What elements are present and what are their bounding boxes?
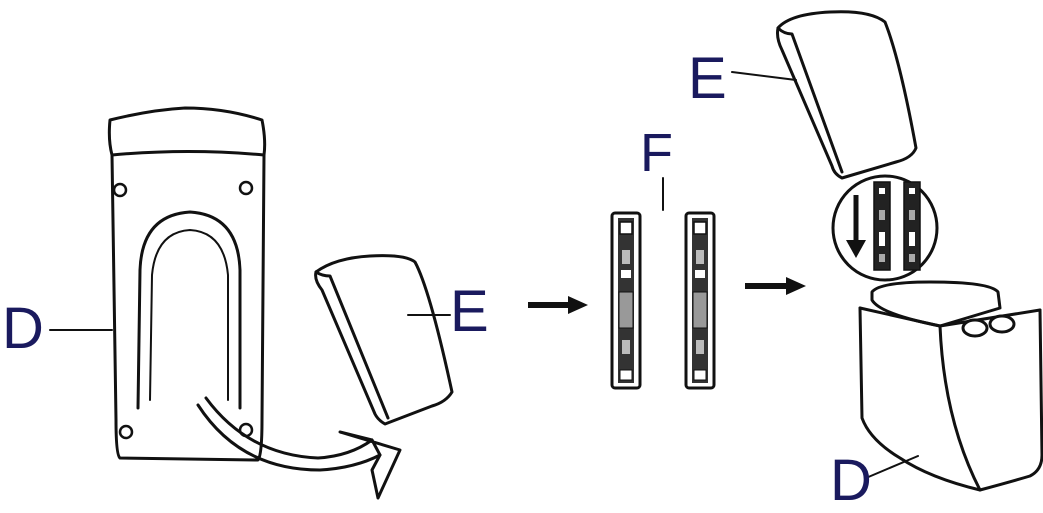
- battery-cover-left: [314, 254, 454, 426]
- battery-slot: [988, 314, 1016, 334]
- screw-hole: [118, 424, 134, 440]
- screw-hole: [238, 180, 254, 196]
- step-arrow-1: [528, 296, 588, 314]
- removal-arrow: [196, 396, 402, 500]
- magnified-insertion-view: [831, 174, 939, 282]
- battery-slot: [961, 318, 989, 338]
- battery-strip-right: [684, 211, 716, 390]
- label-e-left: E: [450, 279, 489, 344]
- leader-e-right: [731, 71, 797, 81]
- label-f: F: [640, 123, 673, 183]
- battery-strip-left: [610, 211, 642, 390]
- step-arrow-2: [745, 277, 806, 295]
- battery-cover-right: [776, 10, 918, 180]
- device-back: [107, 106, 267, 462]
- device-body-open: [858, 280, 1043, 492]
- label-e-right: E: [688, 46, 727, 111]
- label-d-left: D: [2, 296, 44, 361]
- leader-d-right: [865, 455, 919, 479]
- screw-hole: [112, 182, 128, 198]
- label-d-right: D: [830, 448, 872, 513]
